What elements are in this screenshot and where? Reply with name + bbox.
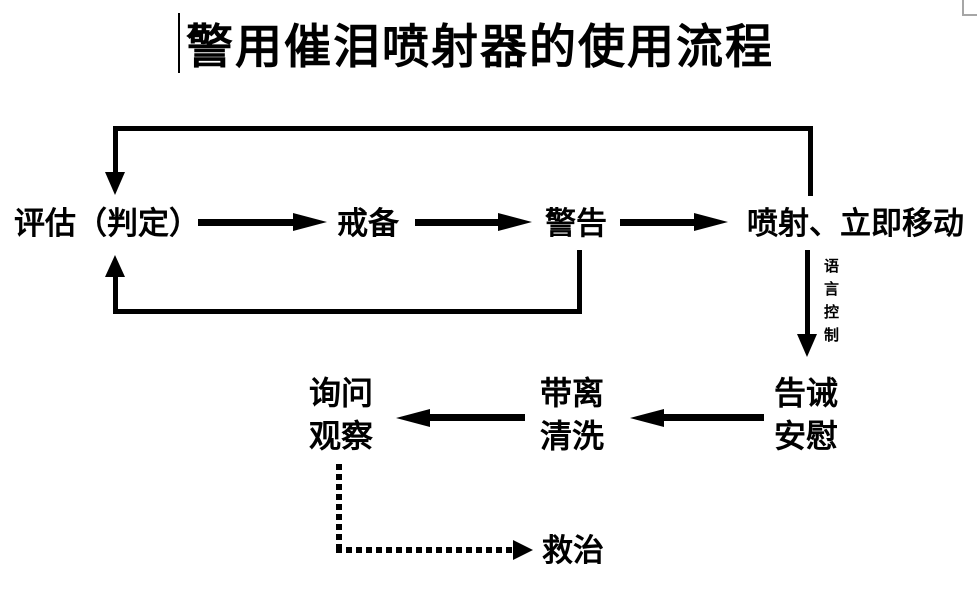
node-remove-rinse: 带离 清洗 xyxy=(538,372,606,458)
node-line: 清洗 xyxy=(539,417,604,455)
node-standby: 戒备 xyxy=(337,206,399,242)
arrowhead-right-icon xyxy=(513,540,533,560)
diagram-title: 警用催泪喷射器的使用流程 xyxy=(186,20,774,75)
edge-warn-to-assess-right-line xyxy=(577,250,582,314)
edge-standby-warn-line xyxy=(415,219,500,226)
edge-label-verbal-control: 语 言 控 制 xyxy=(824,259,839,343)
arrowhead-left-icon xyxy=(630,409,664,427)
edge-assess-standby-line xyxy=(198,219,295,226)
edge-inquire-treat-dotted-vertical xyxy=(336,464,342,548)
edge-warn-to-assess-bottom-line xyxy=(113,309,582,314)
node-line: 观察 xyxy=(308,417,373,455)
edge-warn-to-assess-left-line xyxy=(113,277,118,310)
corner-mark-vertical xyxy=(962,0,964,16)
node-inquire-observe: 询问 观察 xyxy=(307,372,375,458)
arrowhead-down-icon xyxy=(797,334,817,357)
node-spray-move: 喷射、立即移动 xyxy=(747,206,964,242)
edge-warn-spray-line xyxy=(620,219,696,226)
arrowhead-right-icon xyxy=(293,213,327,231)
node-line: 告诫 xyxy=(773,374,838,412)
node-treat: 救治 xyxy=(542,533,604,569)
node-admonish-comfort: 告诫 安慰 xyxy=(772,372,840,458)
corner-mark-horizontal xyxy=(962,14,977,16)
edge-inquire-treat-dotted-horizontal xyxy=(336,547,513,553)
node-warn: 警告 xyxy=(545,206,607,242)
node-line: 带离 xyxy=(539,374,604,412)
edge-admonish-remove-line xyxy=(662,414,764,421)
edge-spray-to-assess-right-line xyxy=(808,126,813,196)
text-cursor-caret xyxy=(178,13,180,73)
node-line: 安慰 xyxy=(773,417,838,455)
edge-label-char: 语 xyxy=(824,257,840,275)
edge-label-char: 言 xyxy=(824,280,840,298)
edge-label-char: 控 xyxy=(824,303,840,321)
node-assess: 评估（判定） xyxy=(14,206,200,242)
arrowhead-left-icon xyxy=(396,409,430,427)
edge-spray-to-assess-left-line xyxy=(113,126,118,173)
node-line: 询问 xyxy=(308,374,373,412)
arrowhead-up-icon xyxy=(105,255,125,277)
arrowhead-right-icon xyxy=(694,213,728,231)
edge-spray-admonish-line xyxy=(805,250,810,335)
edge-remove-inquire-line xyxy=(428,414,525,421)
edge-label-char: 制 xyxy=(824,326,840,344)
arrowhead-right-icon xyxy=(498,213,532,231)
arrowhead-down-icon xyxy=(105,172,125,195)
edge-spray-to-assess-top-line xyxy=(113,126,813,131)
